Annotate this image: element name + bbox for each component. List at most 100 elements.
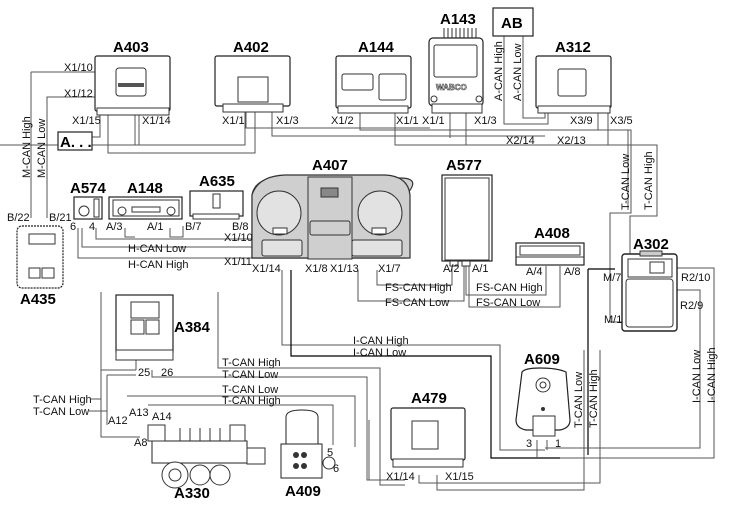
label-a407: A407 <box>312 157 348 174</box>
wire-h-can-high <box>77 228 252 259</box>
label-t-can-high-a609: T-CAN High <box>588 369 600 428</box>
component-a302[interactable]: A302 <box>621 236 678 332</box>
pin-a384-26: 26 <box>161 367 173 379</box>
component-a143[interactable]: WABCO A143 <box>428 11 484 114</box>
component-a403[interactable]: A403 <box>94 39 171 116</box>
wire-t-can-low-1 <box>151 370 405 481</box>
component-a408[interactable]: A408 <box>515 225 585 266</box>
wire-top-bus-4 <box>359 112 629 210</box>
label-t-can-high-a312: T-CAN High <box>643 151 655 210</box>
pin-a144-x1-2: X1/2 <box>331 115 354 127</box>
pin-a312-x3-5: X3/5 <box>610 115 633 127</box>
pin-a408-a8: A/8 <box>564 266 581 278</box>
pin-a403-x1-12: X1/12 <box>64 88 93 100</box>
pin-a407-x1-11: X1/11 <box>224 256 252 268</box>
pin-a402-x1-1: X1/1 <box>222 115 245 127</box>
pin-a302-r2-10: R2/10 <box>681 272 710 284</box>
label-a302: A302 <box>633 236 669 253</box>
label-a635: A635 <box>199 173 235 190</box>
pin-a148-a3: A/3 <box>106 221 123 233</box>
wire-i-can-right-high <box>560 267 715 459</box>
pin-a479-x1-15: X1/15 <box>445 471 474 483</box>
pin-a302-m1: M/1 <box>604 314 622 326</box>
component-ab[interactable]: AB <box>492 7 534 37</box>
label-a609: A609 <box>524 351 560 368</box>
pin-a384-25: 25 <box>138 367 150 379</box>
pin-a635-b8: B/8 <box>232 221 249 233</box>
label-a577: A577 <box>446 157 482 174</box>
label-a143-brand: WABCO <box>436 83 467 92</box>
pin-a479-x1-14: X1/14 <box>386 471 415 483</box>
label-t-can-low-a312: T-CAN Low <box>620 154 632 210</box>
label-a479: A479 <box>411 390 447 407</box>
pin-a330-a8: A8 <box>134 437 147 449</box>
label-a403: A403 <box>113 39 149 56</box>
component-a312[interactable]: A312 <box>535 39 612 114</box>
component-a407[interactable]: A407 <box>251 157 414 260</box>
label-t-can-low-1: T-CAN Low <box>222 369 278 381</box>
wire-m-can-low <box>46 96 95 218</box>
component-a435[interactable]: A435 <box>16 225 64 308</box>
wire-t-can-low-2 <box>127 395 356 447</box>
wire-a330-a8 <box>100 370 140 438</box>
pin-a409-5: 5 <box>327 447 333 459</box>
wire-i-can-right-low <box>545 289 701 449</box>
label-i-can-low-right: I-CAN Low <box>691 350 703 403</box>
pin-a407-x1-8: X1/8 <box>305 263 328 275</box>
label-a312: A312 <box>555 39 591 56</box>
wire-a330-a12 <box>106 374 136 425</box>
pin-a403-x1-14: X1/14 <box>142 115 171 127</box>
component-a144[interactable]: A144 <box>335 39 412 114</box>
label-t-can-high-left: T-CAN High <box>33 394 92 406</box>
wire-h-can-low <box>81 228 262 248</box>
label-t-can-low-a609: T-CAN Low <box>573 372 585 428</box>
pin-a407-x1-14: X1/14 <box>252 263 281 275</box>
pin-a403-x1-15: X1/15 <box>72 115 101 127</box>
component-a-dots[interactable]: A. . . <box>57 131 93 151</box>
wire-a403-a402-low <box>107 112 256 154</box>
pin-a609-1: 1 <box>555 438 561 450</box>
component-a479[interactable]: A479 <box>390 390 466 468</box>
wire-a408-a8 <box>587 268 615 455</box>
label-fs-can-high-2: FS-CAN High <box>476 282 543 294</box>
pin-a312-x2-14: X2/14 <box>506 135 535 147</box>
wire-fs-can-high-1 <box>376 266 453 286</box>
wire-h-can-low-2 <box>95 228 252 240</box>
label-a402: A402 <box>233 39 269 56</box>
pin-a408-a4: A/4 <box>526 266 543 278</box>
label-fs-can-low-1: FS-CAN Low <box>385 297 449 309</box>
component-a384[interactable]: A384 <box>115 294 211 361</box>
pin-a635-b7: B/7 <box>185 221 202 233</box>
pin-a402-x1-3: X1/3 <box>276 115 299 127</box>
pin-a407-x1-13: X1/13 <box>330 263 359 275</box>
wire-fs-can-high-2 <box>465 266 547 296</box>
pin-a143-x1-3: X1/3 <box>474 115 497 127</box>
label-m-can-high: M-CAN High <box>21 116 33 178</box>
component-a635[interactable]: A635 <box>189 173 244 220</box>
pin-a407-x1-7: X1/7 <box>378 263 401 275</box>
component-a402[interactable]: A402 <box>214 39 291 113</box>
pin-a302-r2-9: R2/9 <box>680 300 703 312</box>
wire-i-can-high <box>281 270 545 451</box>
wire-t-can-high-1 <box>217 292 405 486</box>
label-fs-can-low-2: FS-CAN Low <box>476 297 540 309</box>
pin-a330-a12: A12 <box>108 415 128 427</box>
label-a384: A384 <box>174 319 211 336</box>
component-a148[interactable]: A148 <box>108 180 183 220</box>
component-a574[interactable]: A574 <box>70 180 107 220</box>
component-a330[interactable]: A330 <box>147 424 266 502</box>
pin-a577-a2: A/2 <box>443 263 460 275</box>
pin-a148-a1: A/1 <box>147 221 164 233</box>
label-i-can-low: I-CAN Low <box>353 347 406 359</box>
label-a408: A408 <box>534 225 570 242</box>
wire-top-bus-2 <box>271 112 545 137</box>
label-h-can-high: H-CAN High <box>128 259 189 271</box>
component-a409[interactable]: A409 <box>280 409 336 500</box>
wire-a148-a3 <box>124 228 135 238</box>
component-a577[interactable]: A577 <box>441 157 493 267</box>
wire-t-can-high-2 <box>148 404 334 445</box>
component-a609[interactable]: A609 <box>515 351 571 437</box>
wire-fs-can-low-1 <box>357 266 465 302</box>
wire-t-can-low-a312 <box>597 112 632 323</box>
wire-a-can-low <box>522 36 546 119</box>
